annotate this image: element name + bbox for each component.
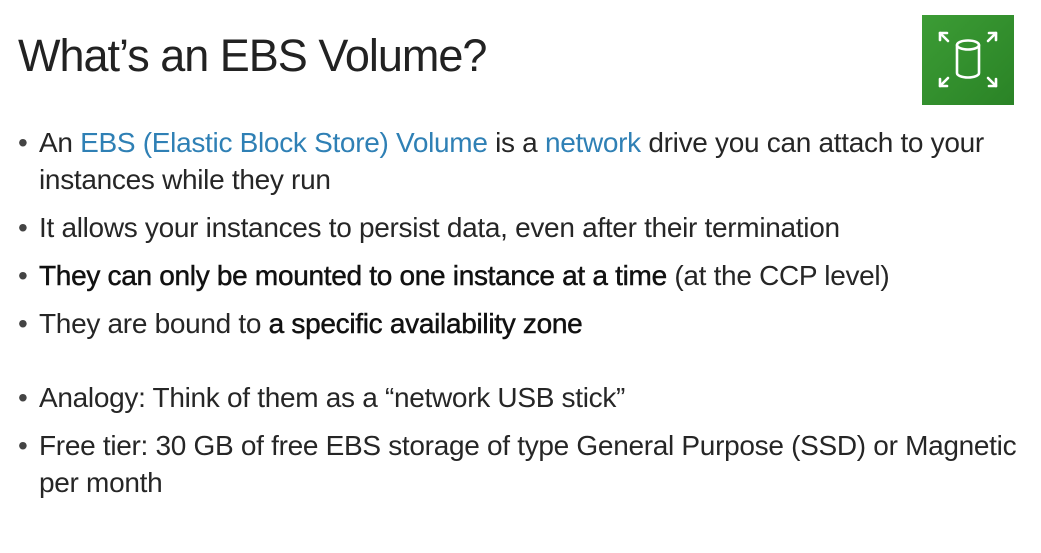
bullet-text: An (39, 127, 81, 158)
bullet-text: is a (487, 127, 545, 158)
ebs-term-highlight: EBS (Elastic Block Store) Volume (80, 127, 488, 158)
bullet-availability-zone: They are bound to a specific availabilit… (18, 305, 1018, 342)
bullet-list: An EBS (Elastic Block Store) Volume is a… (18, 124, 1018, 512)
bullet-text: Analogy: Think of them as a “network USB… (39, 382, 626, 413)
bullet-persist-data: It allows your instances to persist data… (18, 209, 1018, 246)
bullet-emphasis: a specific availability zone (268, 308, 583, 339)
bullet-text: It allows your instances to persist data… (39, 212, 840, 243)
bullet-ebs-definition: An EBS (Elastic Block Store) Volume is a… (18, 124, 1018, 198)
bullet-text: They are bound to (39, 308, 269, 339)
bullet-free-tier: Free tier: 30 GB of free EBS storage of … (18, 427, 1018, 501)
bullet-single-instance: They can only be mounted to one instance… (18, 257, 1018, 294)
slide-title: What’s an EBS Volume? (18, 30, 487, 81)
network-term-highlight: network (544, 127, 641, 158)
bullet-text: (at the CCP level) (666, 260, 890, 291)
bullet-emphasis: They can only be mounted to one instance… (39, 260, 668, 291)
bullet-analogy: Analogy: Think of them as a “network USB… (18, 379, 1018, 416)
bullet-text: drive you can attach to your instances w… (39, 127, 984, 195)
ebs-volume-icon (922, 15, 1014, 105)
bullet-text: Free tier: 30 GB of free EBS storage of … (39, 430, 1017, 498)
